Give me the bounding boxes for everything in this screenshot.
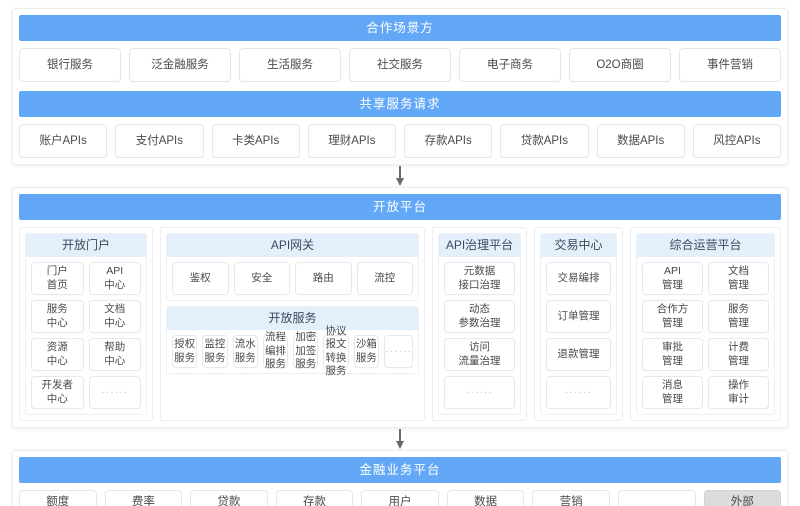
api-chip[interactable]: 卡类APIs: [211, 124, 300, 158]
portal-cell[interactable]: 帮助 中心: [88, 338, 141, 371]
portal-cell[interactable]: 文档 中心: [88, 300, 141, 333]
operations-cell[interactable]: 服务 管理: [708, 300, 769, 333]
governance-cell-more[interactable]: ······: [444, 376, 515, 409]
finance-chip[interactable]: 贷款 中心: [190, 490, 268, 506]
operations-cell[interactable]: API 管理: [642, 262, 703, 295]
panel-header: API网关: [167, 234, 418, 257]
partner-chip[interactable]: O2O商圈: [569, 48, 671, 82]
gateway-cell[interactable]: 路由: [295, 262, 352, 295]
arrow-down-bottom-icon: [12, 428, 788, 450]
partner-chip[interactable]: 泛金融服务: [129, 48, 231, 82]
portal-cell[interactable]: 资源 中心: [31, 338, 84, 371]
column-api-governance: API治理平台 元数据 接口治理 动态 参数治理 访问 流量治理 ······: [432, 227, 527, 421]
open-service-cell[interactable]: 监控 服务: [202, 335, 228, 368]
partner-chip[interactable]: 银行服务: [19, 48, 121, 82]
open-service-cell[interactable]: 沙箱 服务: [353, 335, 379, 368]
finance-chip[interactable]: 费率 中心: [104, 490, 183, 506]
finance-chip[interactable]: 营销 中心: [532, 490, 610, 506]
panel-operations-platform: 综合运营平台 API 管理 文档 管理 合作方 管理 服务 管理 审批 管理 计…: [636, 233, 775, 415]
finance-chip-more[interactable]: ······: [617, 490, 696, 506]
finance-chip-row: 额度 中心 费率 中心 贷款 中心 存款 中心 用户 中心 数据 服务 营销 中…: [19, 490, 782, 506]
transaction-cell[interactable]: 订单管理: [546, 300, 611, 333]
panel-open-service: 开放服务 授权 服务 监控 服务 流水 服务 流程 编排服务 加密加签 服务 协…: [166, 306, 419, 377]
section-open-platform: 开放平台 开放门户 门户 首页 API 中心 服务 中心 文档 中心 资源 中心…: [12, 187, 788, 428]
partner-chip[interactable]: 事件营销: [679, 48, 781, 82]
panel-open-portal: 开放门户 门户 首页 API 中心 服务 中心 文档 中心 资源 中心 帮助 中…: [25, 233, 147, 415]
open-service-cell-more[interactable]: ······: [383, 335, 413, 368]
finance-chip[interactable]: 额度 中心: [19, 490, 97, 506]
panel-header: 综合运营平台: [637, 234, 774, 257]
api-chip[interactable]: 贷款APIs: [500, 124, 589, 158]
operations-cell[interactable]: 操作 审计: [708, 376, 769, 409]
panel-body: 门户 首页 API 中心 服务 中心 文档 中心 资源 中心 帮助 中心 开发者…: [26, 257, 146, 409]
partner-chip-row: 银行服务 泛金融服务 生活服务 社交服务 电子商务 O2O商圈 事件营销: [19, 48, 781, 82]
section-partners-and-requests: 合作场景方 银行服务 泛金融服务 生活服务 社交服务 电子商务 O2O商圈 事件…: [12, 8, 788, 165]
band-finance-platform: 金融业务平台: [19, 457, 781, 483]
finance-chip[interactable]: 数据 服务: [446, 490, 525, 506]
panel-body: 授权 服务 监控 服务 流水 服务 流程 编排服务 加密加签 服务 协议报文 转…: [167, 325, 418, 377]
portal-cell[interactable]: API 中心: [88, 262, 141, 295]
gateway-cell[interactable]: 流控: [356, 262, 413, 295]
column-transaction-center: 交易中心 交易编排 订单管理 退款管理 ······: [534, 227, 623, 421]
operations-cell[interactable]: 文档 管理: [708, 262, 769, 295]
open-service-cell[interactable]: 加密加签 服务: [293, 331, 319, 370]
panel-body: 鉴权 安全 路由 流控: [167, 257, 418, 295]
transaction-cell-more[interactable]: ······: [546, 376, 611, 409]
api-chip-row: 账户APIs 支付APIs 卡类APIs 理财APIs 存款APIs 贷款API…: [19, 124, 781, 158]
governance-cell[interactable]: 元数据 接口治理: [444, 262, 515, 295]
platform-columns: 开放门户 门户 首页 API 中心 服务 中心 文档 中心 资源 中心 帮助 中…: [19, 227, 781, 421]
open-service-cell[interactable]: 协议报文 转换服务: [323, 325, 349, 377]
governance-cell[interactable]: 访问 流量治理: [444, 338, 515, 371]
api-chip[interactable]: 账户APIs: [19, 124, 108, 158]
api-chip[interactable]: 存款APIs: [404, 124, 493, 158]
panel-transaction-center: 交易中心 交易编排 订单管理 退款管理 ······: [540, 233, 617, 415]
panel-api-gateway: API网关 鉴权 安全 路由 流控: [166, 233, 419, 301]
partner-chip[interactable]: 生活服务: [239, 48, 341, 82]
api-chip[interactable]: 支付APIs: [115, 124, 204, 158]
open-service-cell[interactable]: 授权 服务: [172, 335, 198, 368]
panel-body: 元数据 接口治理 动态 参数治理 访问 流量治理 ······: [439, 257, 520, 409]
panel-header: 开放服务: [167, 307, 418, 330]
portal-cell[interactable]: 服务 中心: [31, 300, 84, 333]
finance-chip[interactable]: 存款 中心: [275, 490, 354, 506]
transaction-cell[interactable]: 交易编排: [546, 262, 611, 295]
operations-cell[interactable]: 消息 管理: [642, 376, 703, 409]
panel-header: 开放门户: [26, 234, 146, 257]
partner-chip[interactable]: 电子商务: [459, 48, 561, 82]
api-chip[interactable]: 数据APIs: [596, 124, 685, 158]
gateway-cell[interactable]: 鉴权: [172, 262, 229, 295]
band-open-platform: 开放平台: [19, 194, 781, 220]
api-chip[interactable]: 风控APIs: [692, 124, 781, 158]
panel-api-governance: API治理平台 元数据 接口治理 动态 参数治理 访问 流量治理 ······: [438, 233, 521, 415]
api-chip[interactable]: 理财APIs: [307, 124, 396, 158]
panel-header: API治理平台: [439, 234, 520, 257]
section-finance-platform: 金融业务平台 额度 中心 费率 中心 贷款 中心 存款 中心 用户 中心 数据 …: [12, 450, 788, 506]
portal-cell[interactable]: 门户 首页: [31, 262, 84, 295]
operations-cell[interactable]: 计费 管理: [708, 338, 769, 371]
open-service-cell[interactable]: 流程 编排服务: [262, 331, 289, 370]
gateway-cell[interactable]: 安全: [233, 262, 290, 295]
panel-body: API 管理 文档 管理 合作方 管理 服务 管理 审批 管理 计费 管理 消息…: [637, 257, 774, 409]
transaction-cell[interactable]: 退款管理: [546, 338, 611, 371]
finance-chip-external-shared-service[interactable]: 外部 共享服务: [703, 490, 782, 506]
operations-cell[interactable]: 审批 管理: [642, 338, 703, 371]
open-service-cell[interactable]: 流水 服务: [232, 335, 258, 368]
portal-cell[interactable]: 开发者 中心: [31, 376, 84, 409]
column-api-gateway: API网关 鉴权 安全 路由 流控 开放服务 授权 服务 监控 服务 流水 服务…: [160, 227, 425, 421]
band-partners: 合作场景方: [19, 15, 781, 41]
column-operations-platform: 综合运营平台 API 管理 文档 管理 合作方 管理 服务 管理 审批 管理 计…: [630, 227, 781, 421]
column-open-portal: 开放门户 门户 首页 API 中心 服务 中心 文档 中心 资源 中心 帮助 中…: [19, 227, 153, 421]
portal-cell-more[interactable]: ······: [88, 376, 141, 409]
operations-cell[interactable]: 合作方 管理: [642, 300, 703, 333]
finance-chip[interactable]: 用户 中心: [361, 490, 439, 506]
band-shared-request: 共享服务请求: [19, 91, 781, 117]
governance-cell[interactable]: 动态 参数治理: [444, 300, 515, 333]
arrow-down-top-icon: [12, 165, 788, 187]
partner-chip[interactable]: 社交服务: [349, 48, 451, 82]
panel-header: 交易中心: [541, 234, 616, 257]
panel-body: 交易编排 订单管理 退款管理 ······: [541, 257, 616, 409]
